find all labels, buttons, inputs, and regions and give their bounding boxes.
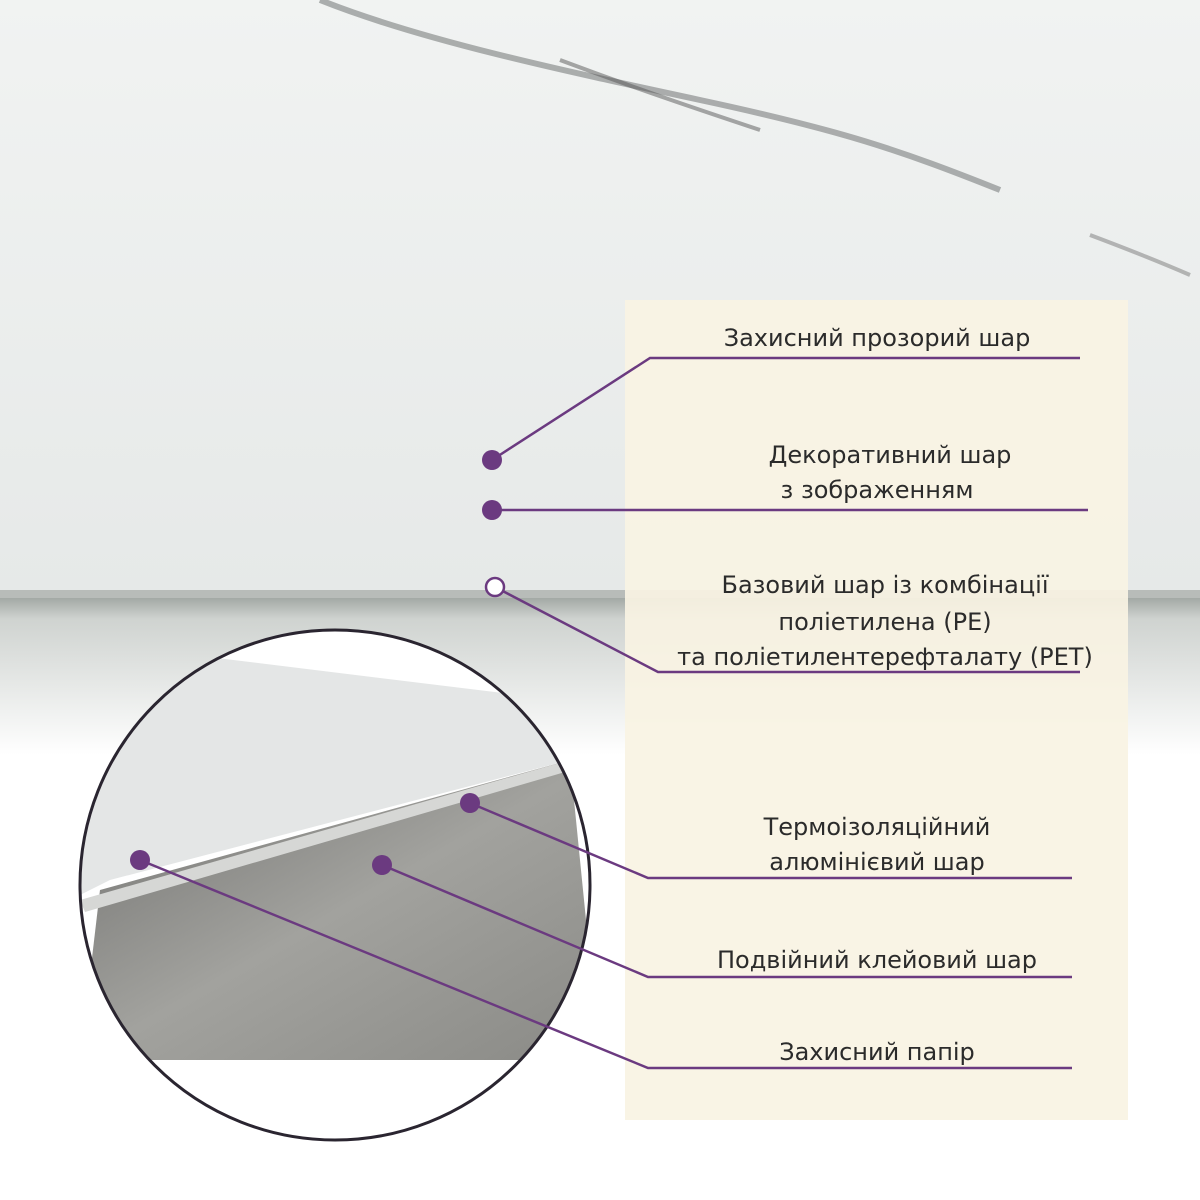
- detail-circle: [80, 630, 590, 1140]
- marker-dot: [460, 793, 480, 813]
- label-base-layer-2: поліетилена (PE): [778, 608, 991, 636]
- detail-circle-border: [78, 628, 592, 1142]
- labels: Захисний прозорий шар Декоративний шар з…: [677, 324, 1093, 1066]
- label-adhesive-layer: Подвійний клейовий шар: [717, 946, 1037, 974]
- label-aluminum-layer-1: Термоізоляційний: [763, 813, 991, 841]
- label-decorative-layer-2: з зображенням: [781, 476, 974, 504]
- label-aluminum-layer-2: алюмінієвий шар: [769, 848, 984, 876]
- marker-dot: [482, 500, 502, 520]
- label-base-layer-1: Базовий шар із комбінації: [722, 571, 1049, 599]
- marker-dot: [482, 450, 502, 470]
- marker-dot: [130, 850, 150, 870]
- marker-dot: [372, 855, 392, 875]
- label-decorative-layer-1: Декоративний шар: [769, 441, 1012, 469]
- label-protective-clear-layer: Захисний прозорий шар: [724, 324, 1031, 352]
- label-panel: [625, 300, 1128, 1120]
- callout-lines: [139, 356, 1088, 1070]
- callout-markers: [130, 450, 506, 875]
- marker-ring: [484, 576, 506, 598]
- label-base-layer-3: та поліетилентерефталату (PET): [677, 643, 1093, 671]
- label-protective-paper: Захисний папір: [779, 1038, 975, 1066]
